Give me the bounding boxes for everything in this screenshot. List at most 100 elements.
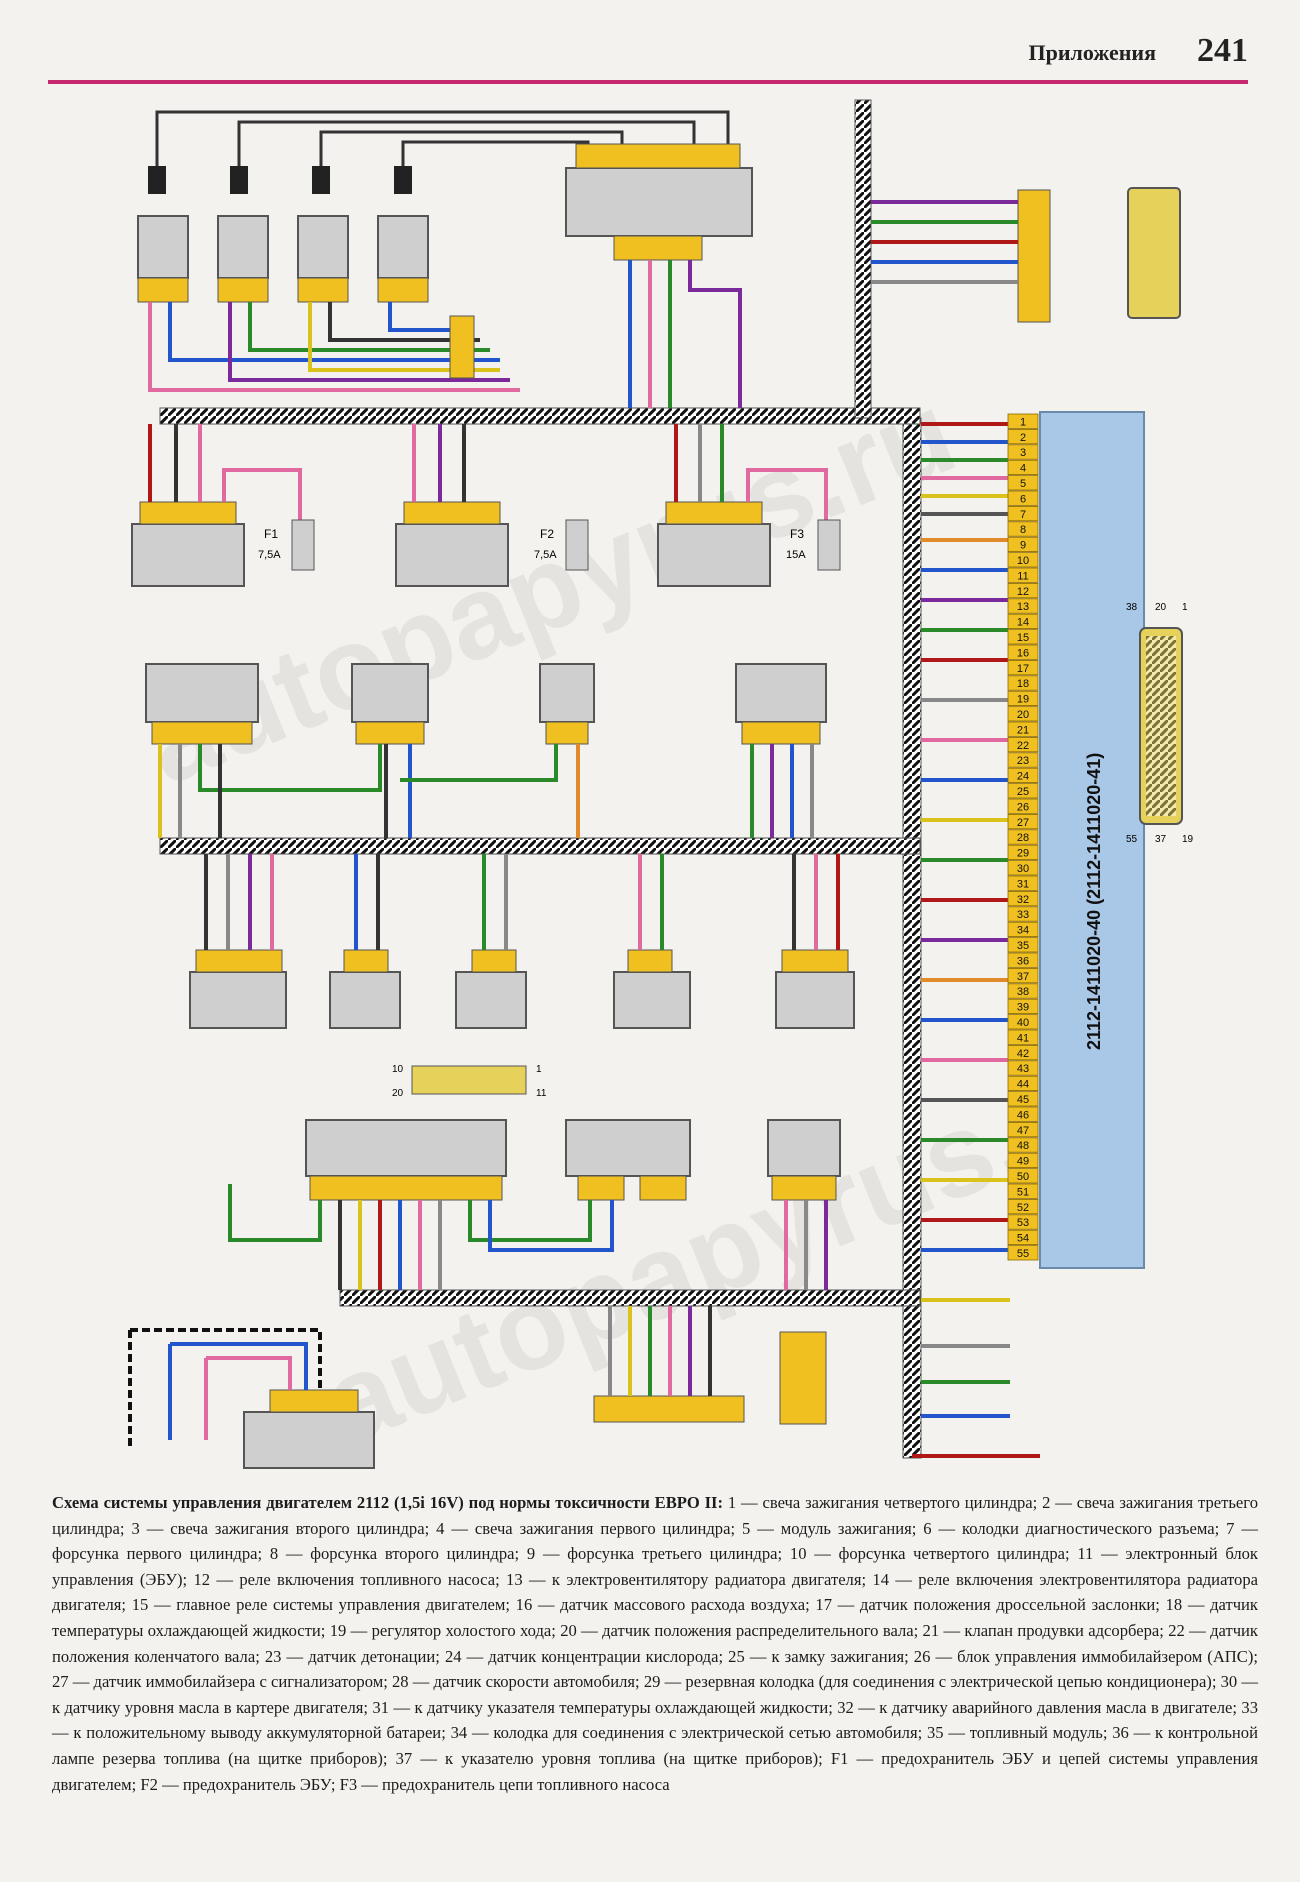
ecu-pin-number: 40	[1017, 1017, 1029, 1029]
ecu-pin-number: 51	[1017, 1186, 1029, 1198]
ecu-pin-number: 8	[1020, 524, 1026, 536]
ecu-pin-cell	[1007, 891, 1039, 907]
ecu-pin-cell	[1007, 1245, 1039, 1261]
ecu-pin-cell	[1007, 921, 1039, 938]
ecu-pin-cell	[1007, 505, 1039, 522]
ecu-pin-number: 17	[1017, 663, 1029, 675]
relays	[131, 424, 828, 587]
ecu-pin-number: 11	[1017, 570, 1028, 582]
pin-label: 1	[536, 1064, 542, 1075]
ecu-pin-number: 21	[1017, 724, 1029, 736]
ecu-pin-number: 2	[1020, 432, 1026, 444]
ecu-pin-number: 16	[1017, 647, 1029, 659]
section-title: Приложения	[1028, 40, 1157, 65]
ecu-pin-number: 42	[1017, 1048, 1029, 1060]
ecu-pin-cell	[1007, 1045, 1039, 1061]
ecu-pin-cell	[1007, 844, 1039, 861]
ecu-pin-cell	[1007, 906, 1039, 922]
fuse-name: F3	[790, 527, 804, 541]
injectors	[137, 215, 742, 408]
ecu-pin-cell	[1007, 1014, 1039, 1030]
fuse-rating: 15A	[786, 549, 806, 561]
ecu-pin-number: 32	[1017, 894, 1029, 906]
ecu-wires	[921, 422, 1008, 1252]
ecu-pin-number: 18	[1017, 678, 1029, 690]
ecu-pin-cell	[1007, 613, 1039, 630]
ecu-pin-cell	[1007, 952, 1039, 968]
ecu-pin-number: 9	[1020, 540, 1026, 552]
pin-label: 38	[1126, 602, 1138, 613]
ecu-pin-cell	[1007, 937, 1039, 953]
ecu-pin-cell	[1007, 860, 1039, 876]
page-number: 241	[1197, 32, 1248, 69]
ecu-pin-number: 15	[1017, 632, 1029, 644]
ecu-pin-number: 44	[1017, 1079, 1029, 1091]
ecu-pin-number: 35	[1017, 940, 1029, 952]
fuse-f1: F1 7,5A	[258, 519, 315, 571]
fuse-name: F1	[264, 527, 278, 541]
fuse-f2: F2 7,5A	[534, 519, 589, 571]
ecu-pin-cell	[1007, 459, 1039, 476]
pin-label: 10	[392, 1064, 404, 1075]
ecu-pin-number: 22	[1017, 740, 1029, 752]
ecu-pin-cell	[1007, 413, 1039, 429]
ignition-module	[565, 143, 753, 261]
ecu-pin-number: 50	[1017, 1171, 1029, 1183]
pin-label: 11	[536, 1088, 547, 1099]
ecu-pin-cell	[1007, 567, 1039, 583]
ecu-pin-cell	[1007, 783, 1039, 799]
ecu-pin-cell	[1007, 490, 1039, 506]
ecu-pin-number: 48	[1017, 1140, 1029, 1152]
ecu-part-number: 2112-1411020-40 (2112-1411020-41)	[1084, 753, 1104, 1050]
ecu-pin-cell	[1007, 998, 1039, 1015]
ecu-pin-cell	[1007, 752, 1039, 768]
ecu-pin-number: 26	[1017, 801, 1029, 813]
ecu-pin-number: 29	[1017, 848, 1029, 860]
ecu-pin-number: 37	[1017, 971, 1029, 983]
ecu-pin-cell	[1007, 552, 1039, 568]
diagnostic-connector	[871, 187, 1181, 323]
ecu-pin-cell	[1007, 536, 1039, 553]
ecu-pin-number: 54	[1017, 1233, 1029, 1245]
ecu-pin-number: 34	[1017, 925, 1029, 937]
ecu-pin-cell	[1007, 706, 1039, 722]
ecu-pin-number: 49	[1017, 1156, 1029, 1168]
ecu-pin-number: 3	[1020, 447, 1026, 459]
ecu-pin-number: 28	[1017, 832, 1029, 844]
harness-bundles	[159, 99, 922, 1459]
ecu-pin-cell	[1007, 629, 1039, 645]
ecu-pin-cell	[1007, 475, 1039, 491]
fuse-rating: 7,5A	[258, 549, 281, 561]
pin-label: 20	[1155, 602, 1167, 613]
ecu-pin-number: 12	[1017, 586, 1029, 598]
ecu-pin-number: 23	[1017, 755, 1029, 767]
ecu-pin-number: 39	[1017, 1002, 1029, 1014]
ecu-block: 1234567891011121314151617181920212223242…	[1007, 411, 1145, 1269]
fuse-name: F2	[540, 527, 554, 541]
pin-label: 19	[1182, 834, 1194, 845]
ecu-pin-number: 10	[1017, 555, 1029, 567]
ecu-pin-cell	[1007, 737, 1039, 753]
ecu-pin-number: 46	[1017, 1109, 1029, 1121]
ecu-pin-cell	[1007, 983, 1039, 999]
ecu-pin-number: 30	[1017, 863, 1029, 875]
ecu-pin-number: 55	[1017, 1248, 1029, 1260]
ecu-pin-number: 47	[1017, 1125, 1029, 1137]
ecu-pin-cell	[1007, 1106, 1039, 1122]
ecu-pin-cell	[1007, 1122, 1039, 1138]
ecu-pin-cell	[1007, 721, 1039, 737]
ecu-pin-cell	[1007, 1229, 1039, 1245]
ecu-pin-cell	[1007, 968, 1039, 984]
ecu-pin-cell	[1007, 829, 1039, 845]
ecu-pin-number: 45	[1017, 1094, 1029, 1106]
pin-label: 20	[392, 1088, 404, 1099]
ecu-pin-cell	[1007, 798, 1039, 814]
ecu-pin-number: 53	[1017, 1217, 1029, 1229]
spark-plugs	[148, 110, 730, 194]
ecu-pin-cell	[1007, 660, 1039, 676]
fuse-f3: F3 15A	[786, 519, 841, 571]
ecu-pin-cell	[1007, 690, 1039, 707]
connector-34-outline: 10 1 20 11	[392, 1064, 547, 1099]
sensors-middle	[145, 663, 827, 838]
ecu-pin-number: 20	[1017, 709, 1029, 721]
